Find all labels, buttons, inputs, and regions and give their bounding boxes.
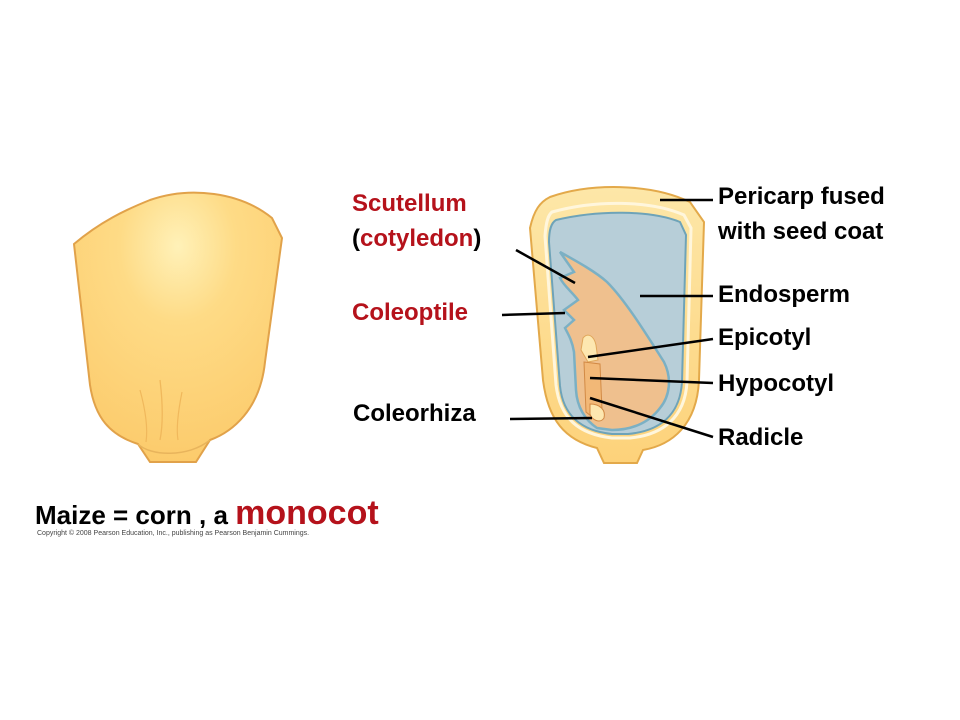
cotyledon-close-paren: )	[473, 225, 482, 252]
label-hypocotyl: Hypocotyl	[718, 370, 835, 397]
label-coleoptile: Coleoptile	[352, 299, 469, 326]
label-epicotyl: Epicotyl	[718, 324, 812, 351]
label-scutellum: Scutellum	[352, 190, 467, 217]
kernel-section	[528, 186, 706, 464]
label-radicle: Radicle	[718, 424, 804, 451]
coleorhiza-leader	[509, 416, 593, 421]
label-endosperm: Endosperm	[718, 281, 851, 308]
label-pericarp-line1: Pericarp fused	[718, 183, 885, 210]
cotyledon-open-paren: (	[352, 225, 360, 252]
scutellum-leader	[515, 248, 576, 285]
hypocotyl-leader	[589, 376, 714, 385]
whole-kernel	[72, 191, 284, 463]
coleoptile-leader	[501, 311, 566, 317]
caption: Maize = corn , a monocot	[35, 494, 379, 533]
radicle-leader	[589, 396, 714, 439]
epicotyl-leader	[587, 337, 714, 359]
leader-lines	[501, 198, 714, 439]
label-cotyledon: (cotyledon)	[352, 225, 481, 254]
copyright: Copyright © 2008 Pearson Education, Inc.…	[37, 530, 310, 537]
label-pericarp-line2: with seed coat	[718, 218, 884, 245]
caption-monocot: monocot	[235, 494, 379, 532]
caption-prefix: Maize = corn , a	[35, 500, 236, 530]
cotyledon-word: cotyledon	[360, 225, 474, 252]
label-coleorhiza: Coleorhiza	[353, 400, 476, 427]
